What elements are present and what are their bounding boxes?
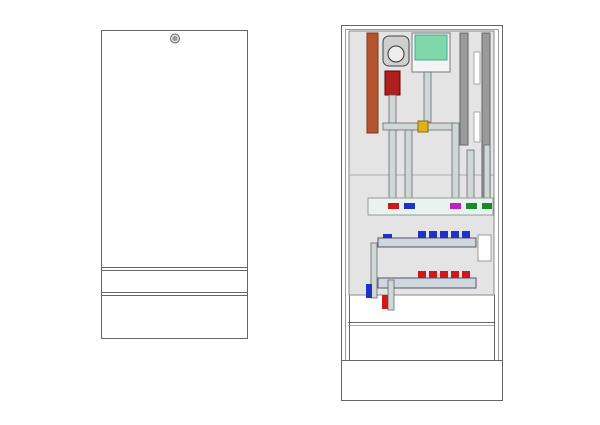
manifold-cap-blue[interactable] xyxy=(418,231,426,238)
manifold-cap-red[interactable] xyxy=(440,271,448,278)
supply-valve-red[interactable] xyxy=(388,203,399,209)
return-valve-blue[interactable] xyxy=(404,203,415,209)
upper-manifold xyxy=(377,237,477,248)
label-strip xyxy=(473,111,481,143)
cabinet-door xyxy=(101,30,248,339)
manifold-label-plate xyxy=(477,234,492,262)
electric-heater xyxy=(384,70,401,96)
cabinet-frame xyxy=(341,25,503,401)
manifold-cap-red[interactable] xyxy=(429,271,437,278)
pipe xyxy=(466,149,475,201)
manifold-cap-red[interactable] xyxy=(451,271,459,278)
pump-motor xyxy=(387,45,405,63)
return-riser xyxy=(387,279,395,311)
manifold-cap-red[interactable] xyxy=(462,271,470,278)
manifold-valve-blue[interactable] xyxy=(383,234,392,238)
open-cabinet xyxy=(341,25,503,401)
valve-magenta[interactable] xyxy=(450,203,461,209)
closed-cabinet xyxy=(101,30,248,339)
manifold-cap-blue[interactable] xyxy=(451,231,459,238)
isolation-valve-blue[interactable] xyxy=(366,284,372,298)
manifold-cap-blue[interactable] xyxy=(429,231,437,238)
din-rail-left xyxy=(459,32,469,146)
pipe xyxy=(483,144,491,201)
supply-riser xyxy=(370,242,378,299)
pipe xyxy=(388,94,397,201)
pipe xyxy=(404,124,413,201)
brass-valve xyxy=(417,120,429,133)
valve-green[interactable] xyxy=(466,203,477,209)
manifold-cap-blue[interactable] xyxy=(440,231,448,238)
valve-green[interactable] xyxy=(482,203,492,209)
pipe xyxy=(451,122,460,201)
label-strip xyxy=(473,51,481,85)
lock-knob-core xyxy=(172,36,178,41)
copper-heat-exchanger xyxy=(366,32,379,134)
manifold-cap-red[interactable] xyxy=(418,271,426,278)
controller-display xyxy=(414,34,448,61)
isolation-valve-red[interactable] xyxy=(382,295,388,309)
valve-bar xyxy=(367,197,494,216)
pipe xyxy=(423,71,432,123)
manifold-cap-blue[interactable] xyxy=(462,231,470,238)
lower-manifold xyxy=(377,277,477,289)
